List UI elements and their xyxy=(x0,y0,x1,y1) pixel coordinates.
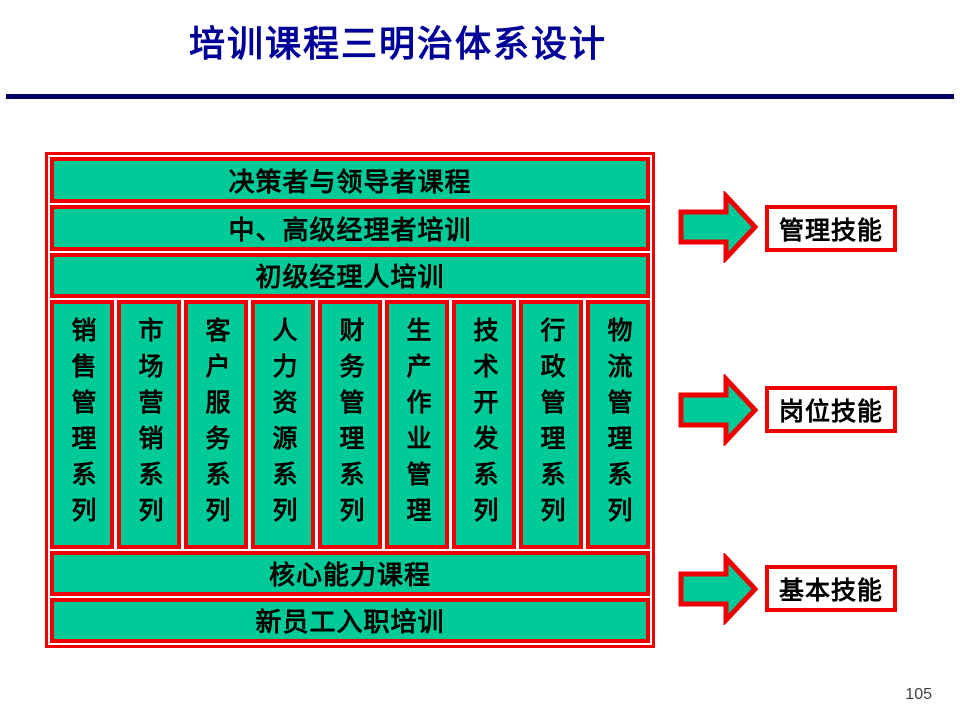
column-logistics-management: 物流管理系列 xyxy=(586,300,650,549)
column-technology-development: 技术开发系列 xyxy=(452,300,516,549)
arrow-right-icon xyxy=(678,191,758,263)
column-customer-service: 客户服务系列 xyxy=(184,300,248,549)
column-label: 物流管理系列 xyxy=(604,316,632,533)
training-sandwich-diagram: 决策者与领导者课程 中、高级经理者培训 初级经理人培训 销售管理系列 市场营销系… xyxy=(45,152,655,648)
row-label: 决策者与领导者课程 xyxy=(228,166,472,197)
page-number: 105 xyxy=(905,686,932,703)
column-label: 销售管理系列 xyxy=(68,316,96,533)
row-junior-manager-training: 初级经理人培训 xyxy=(50,253,650,298)
row-label: 新员工入职培训 xyxy=(255,607,445,637)
legend-management-skills: 管理技能 xyxy=(765,205,897,252)
row-new-employee-onboarding: 新员工入职培训 xyxy=(50,598,650,643)
column-label: 市场营销系列 xyxy=(135,316,163,533)
legend-label: 岗位技能 xyxy=(778,397,883,426)
row-label: 初级经理人培训 xyxy=(255,262,445,292)
column-sales-management: 销售管理系列 xyxy=(50,300,114,549)
column-label: 财务管理系列 xyxy=(336,316,364,533)
legend-label: 基本技能 xyxy=(778,576,883,605)
column-marketing: 市场营销系列 xyxy=(117,300,181,549)
series-columns: 销售管理系列 市场营销系列 客户服务系列 人力资源系列 财务管理系列 生产作业管… xyxy=(50,300,650,549)
column-human-resources: 人力资源系列 xyxy=(251,300,315,549)
page-title: 培训课程三明治体系设计 xyxy=(188,23,607,64)
row-decision-leader-course: 决策者与领导者课程 xyxy=(50,157,650,203)
arrow-right-icon xyxy=(678,374,758,446)
legend-label: 管理技能 xyxy=(778,216,883,245)
column-production-operations: 生产作业管理 xyxy=(385,300,449,549)
column-finance-management: 财务管理系列 xyxy=(318,300,382,549)
row-label: 中、高级经理者培训 xyxy=(228,214,472,245)
row-core-competency-course: 核心能力课程 xyxy=(50,551,650,596)
column-label: 客户服务系列 xyxy=(202,316,230,533)
row-label: 核心能力课程 xyxy=(268,560,431,590)
column-administration-management: 行政管理系列 xyxy=(519,300,583,549)
column-label: 人力资源系列 xyxy=(269,316,297,533)
arrow-right-icon xyxy=(678,553,758,625)
column-label: 技术开发系列 xyxy=(470,316,498,533)
row-mid-senior-manager-training: 中、高级经理者培训 xyxy=(50,205,650,251)
legend-position-skills: 岗位技能 xyxy=(765,386,897,433)
title-divider xyxy=(6,94,954,99)
column-label: 行政管理系列 xyxy=(537,316,565,533)
legend-basic-skills: 基本技能 xyxy=(765,565,897,612)
column-label: 生产作业管理 xyxy=(403,316,431,533)
